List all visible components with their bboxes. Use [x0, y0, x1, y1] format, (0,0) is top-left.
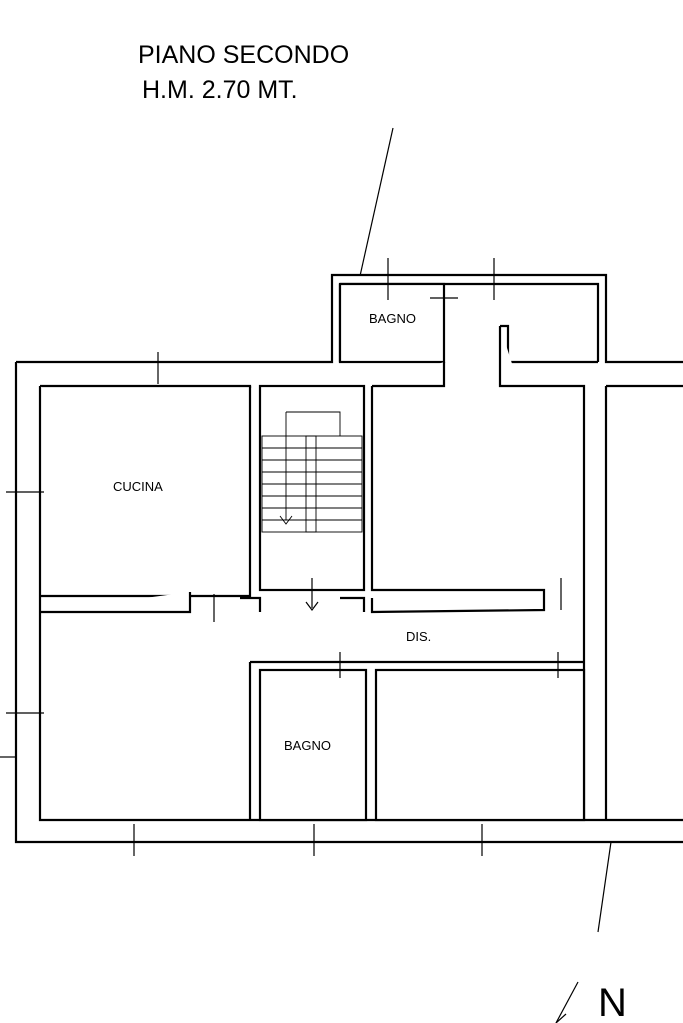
staircase — [261, 411, 363, 533]
room-label-cucina: CUCINA — [113, 479, 163, 494]
plan-title-floor: PIANO SECONDO — [138, 41, 349, 69]
leader-line-bottom — [597, 841, 612, 933]
room-label-dis: DIS. — [406, 629, 431, 644]
room-label-bagno-bottom: BAGNO — [284, 738, 331, 753]
leader-line-top — [359, 127, 394, 277]
north-arrow-icon — [555, 981, 579, 1023]
north-label: N — [598, 981, 627, 1023]
entry-arrow — [305, 578, 319, 611]
room-label-bagno-top: BAGNO — [369, 311, 416, 326]
interior-walls — [40, 282, 598, 822]
window-marks — [6, 258, 562, 856]
plan-title-height: H.M. 2.70 MT. — [142, 76, 298, 104]
